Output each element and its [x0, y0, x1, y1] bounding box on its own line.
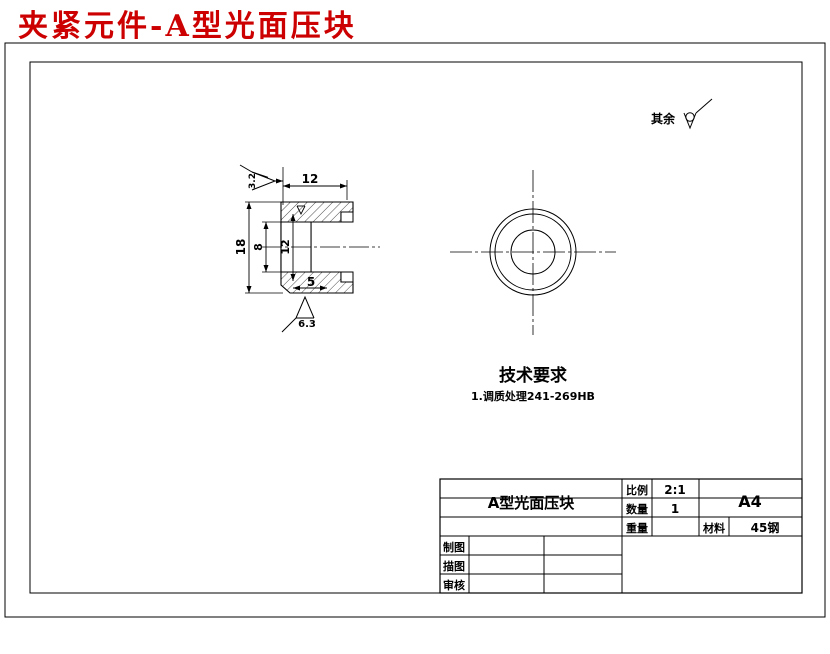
dimension-height-inner: 8 — [252, 221, 283, 273]
title-block-sheet-size: A4 — [738, 492, 762, 511]
title-block-qty-value: 1 — [671, 502, 679, 516]
dimension-width-bottom: 5 — [293, 275, 327, 291]
title-block: A型光面压块 比例 2:1 数量 1 A4 重量 材料 45钢 制图 描图 审核 — [439, 478, 803, 594]
roughness-top-tail — [239, 164, 253, 173]
section-step-top — [340, 211, 354, 223]
dimension-height-slot-text: 12 — [279, 239, 292, 254]
title-block-role-trace: 描图 — [443, 559, 465, 573]
roughness-bottom-symbol-group: 6.3 — [281, 295, 316, 333]
general-roughness-note: 其余 — [651, 98, 713, 130]
dimension-height-overall-text: 18 — [234, 239, 248, 256]
roughness-inner-symbol — [296, 205, 306, 216]
dimension-height-inner-text: 8 — [252, 243, 265, 251]
title-block-qty-label: 数量 — [626, 502, 648, 516]
title-block-material-label: 材料 — [703, 521, 725, 535]
roughness-top-text: 3.2 — [248, 173, 258, 189]
roughness-top-bar — [251, 171, 269, 178]
roughness-bottom-text: 6.3 — [298, 319, 316, 330]
roughness-bottom-tail — [281, 317, 297, 333]
title-block-weight-label: 重量 — [626, 521, 648, 535]
roughness-circle-icon — [685, 112, 695, 122]
title-block-scale-value: 2:1 — [664, 483, 686, 497]
page-title: 夹紧元件-A型光面压块 — [18, 9, 357, 44]
dimension-height-slot: 12 — [279, 214, 296, 281]
technical-requirements: 技术要求 1.调质处理241-269HB — [471, 365, 595, 403]
dimension-width-bottom-text: 5 — [307, 275, 315, 289]
section-view: 12 3.2 18 — [234, 164, 380, 333]
title-block-role-check: 审核 — [443, 578, 465, 592]
section-step-bottom — [340, 271, 354, 283]
dimension-width-top: 12 — [283, 172, 348, 200]
roughness-bottom-symbol — [295, 295, 315, 319]
roughness-inner-symbol-group — [296, 205, 306, 216]
tech-requirements-line-1: 1.调质处理241-269HB — [471, 389, 595, 403]
dimension-height-overall: 18 — [234, 201, 283, 294]
circular-view — [450, 170, 616, 335]
inner-frame — [29, 61, 803, 594]
outer-frame — [4, 42, 826, 618]
title-block-role-draw: 制图 — [443, 540, 465, 554]
title-block-scale-label: 比例 — [626, 483, 648, 497]
tech-requirements-heading: 技术要求 — [499, 365, 567, 386]
title-block-material-value: 45钢 — [751, 520, 780, 535]
roughness-top-symbol-group: 3.2 — [239, 164, 283, 191]
roughness-tail-line — [695, 98, 713, 114]
general-roughness-label: 其余 — [651, 111, 676, 126]
title-block-part-name: A型光面压块 — [488, 494, 576, 512]
dimension-width-top-text: 12 — [302, 172, 319, 186]
